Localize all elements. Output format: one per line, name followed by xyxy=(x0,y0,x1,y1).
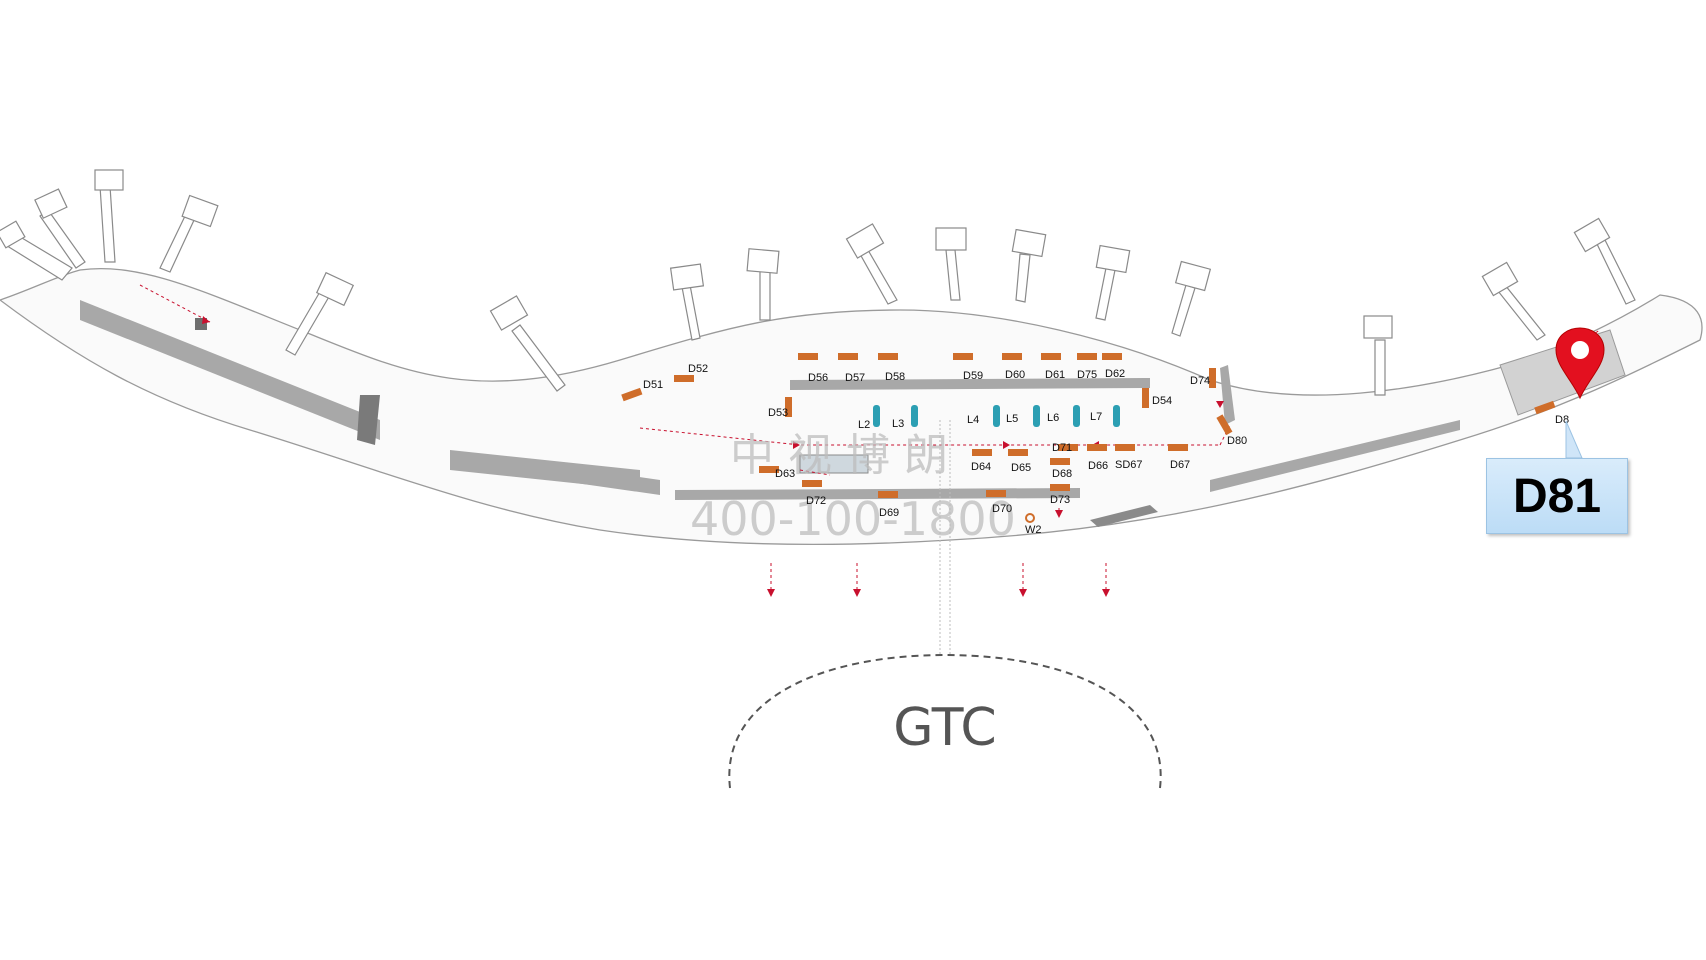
gate-marker-d66 xyxy=(1087,444,1107,451)
gate-label-d60: D60 xyxy=(1005,369,1025,381)
gate-marker-d8 xyxy=(1534,400,1556,415)
gate-marker-d71 xyxy=(1058,444,1078,451)
gate-label-d75: D75 xyxy=(1077,369,1097,381)
gtc-outline xyxy=(728,653,1162,789)
gate-label-d65: D65 xyxy=(1011,462,1031,474)
gate-marker-d62 xyxy=(1102,353,1122,360)
gate-marker-d57 xyxy=(838,353,858,360)
watermark-line2: 400-100-1800 xyxy=(690,492,1016,546)
lounge-label-l7: L7 xyxy=(1090,411,1102,423)
gate-marker-d53 xyxy=(785,397,792,417)
lounge-label-l5: L5 xyxy=(1006,413,1018,425)
gate-marker-d59 xyxy=(953,353,973,360)
gate-marker-d54 xyxy=(1142,388,1149,408)
gate-label-d69: D69 xyxy=(879,507,899,519)
gate-label-d64: D64 xyxy=(971,461,991,473)
lounge-marker-l2 xyxy=(873,405,880,427)
gate-marker-d60 xyxy=(1002,353,1022,360)
lounge-marker-l7 xyxy=(1113,405,1120,427)
callout-gate-label: D81 xyxy=(1512,469,1602,523)
gate-label-d56: D56 xyxy=(808,372,828,384)
lounge-label-l3: L3 xyxy=(892,418,904,430)
gate-marker-sd67 xyxy=(1115,444,1135,451)
lounge-label-l2: L2 xyxy=(858,419,870,431)
gate-label-d52: D52 xyxy=(688,363,708,375)
gate-label-d53: D53 xyxy=(768,407,788,419)
location-pin-icon xyxy=(1555,327,1605,400)
gate-marker-d65 xyxy=(1008,449,1028,456)
lounge-label-l6: L6 xyxy=(1047,412,1059,424)
inner-walls xyxy=(80,300,1460,527)
gate-label-d72: D72 xyxy=(806,495,826,507)
gate-marker-d68 xyxy=(1050,458,1070,465)
gate-marker-d64 xyxy=(972,449,992,456)
gate-label-d59: D59 xyxy=(963,370,983,382)
gate-label-sd67: SD67 xyxy=(1115,459,1143,471)
lounge-marker-l6 xyxy=(1073,405,1080,427)
gate-marker-d74 xyxy=(1209,368,1216,388)
gate-marker-d80 xyxy=(1216,414,1233,436)
gate-marker-d51 xyxy=(621,387,643,402)
gate-marker-d72 xyxy=(802,480,822,487)
gate-label-d58: D58 xyxy=(885,371,905,383)
exit-arrows xyxy=(767,508,1110,597)
watermark-line1: 中 视 博 朗 xyxy=(730,430,948,481)
gate-label-d62: D62 xyxy=(1105,368,1125,380)
gate-marker-d70 xyxy=(986,490,1006,497)
walkway xyxy=(939,420,951,655)
label-w2: W2 xyxy=(1025,524,1042,536)
gate-label-d68: D68 xyxy=(1052,468,1072,480)
gate-marker-d63 xyxy=(759,466,779,473)
gate-marker-d58 xyxy=(878,353,898,360)
gate-label-d51: D51 xyxy=(643,379,663,391)
lounge-label-l4: L4 xyxy=(967,414,979,426)
lounge-markers: L2 L3 L4 L5 L6 L7 xyxy=(858,405,1120,431)
gate-label-d57: D57 xyxy=(845,372,865,384)
gate-label-d80: D80 xyxy=(1227,435,1247,447)
gate-callout: D81 xyxy=(1486,458,1628,534)
gate-label-d71: D71 xyxy=(1052,442,1072,454)
gate-marker-d75 xyxy=(1077,353,1097,360)
gate-marker-d67 xyxy=(1168,444,1188,451)
callout-leader xyxy=(1565,420,1583,459)
gate-marker-d69 xyxy=(878,491,898,498)
gate-label-d73: D73 xyxy=(1050,494,1070,506)
gate-marker-d73 xyxy=(1050,484,1070,491)
lounge-marker-l3 xyxy=(911,405,918,427)
gate-label-d67: D67 xyxy=(1170,459,1190,471)
gate-label-d74: D74 xyxy=(1190,375,1210,387)
gate-label-d63: D63 xyxy=(775,468,795,480)
gate-marker-d52 xyxy=(674,375,694,382)
gate-label-d70: D70 xyxy=(992,503,1012,515)
gate-label-d54: D54 xyxy=(1152,395,1172,407)
gate-marker-d56 xyxy=(798,353,818,360)
gate-label-d66: D66 xyxy=(1088,460,1108,472)
room-d63 xyxy=(799,454,869,474)
jet-bridges xyxy=(0,169,1636,396)
gtc-label: GTC xyxy=(893,698,996,758)
gate-marker-d61 xyxy=(1041,353,1061,360)
w2-marker xyxy=(1025,513,1035,523)
gate-label-d61: D61 xyxy=(1045,369,1065,381)
lounge-marker-l4 xyxy=(993,405,1000,427)
lounge-marker-l5 xyxy=(1033,405,1040,427)
